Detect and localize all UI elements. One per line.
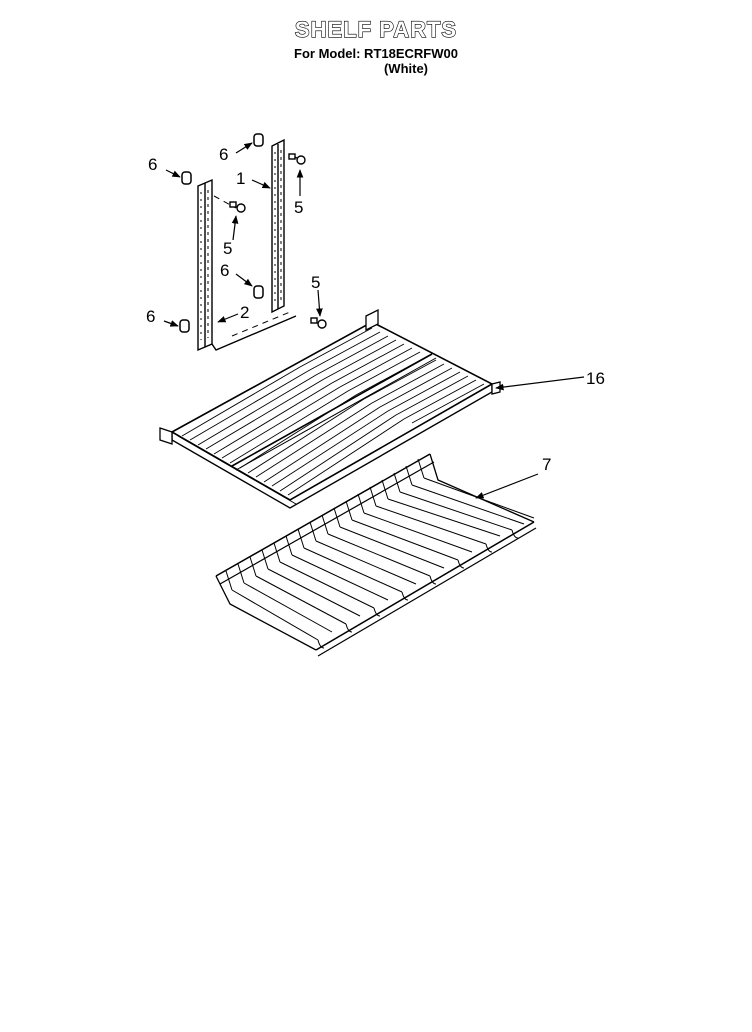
model-color: (White) — [383, 61, 429, 76]
model-info: For Model: RT18ECRFW00 (White) — [0, 46, 752, 76]
callout-labels: 6 6 1 5 5 6 5 2 6 16 7 — [146, 145, 605, 474]
callout-6-middle: 6 — [220, 261, 229, 280]
callout-5-bottom: 5 — [311, 273, 320, 292]
wire-shelf — [159, 308, 501, 509]
shelf-rail-right — [271, 138, 285, 314]
screw-bottom — [310, 317, 327, 329]
shelf-rail-left — [197, 178, 297, 352]
callout-5-top: 5 — [294, 198, 303, 217]
page-header: SHELF PARTS For Model: RT18ECRFW00 (Whit… — [0, 17, 752, 76]
page-title: SHELF PARTS — [294, 17, 458, 42]
callout-6-top-left: 6 — [148, 155, 157, 174]
callout-2: 2 — [240, 303, 249, 322]
model-number: For Model: RT18ECRFW00 — [294, 46, 458, 61]
end-cap-top-right — [253, 133, 264, 147]
screw-top-right — [288, 153, 306, 165]
end-cap-top-left — [181, 171, 192, 185]
callout-7: 7 — [542, 455, 551, 474]
end-cap-bottom-right — [253, 285, 264, 299]
end-cap-parts — [179, 133, 264, 333]
callout-5-middle: 5 — [223, 239, 232, 258]
callout-16: 16 — [586, 369, 605, 388]
alignment-lines — [213, 195, 291, 337]
end-cap-bottom-left — [179, 319, 190, 333]
leader-lines — [163, 142, 585, 499]
callout-1: 1 — [236, 169, 245, 188]
callout-6-top-right: 6 — [219, 145, 228, 164]
callout-6-bottom-left: 6 — [146, 307, 155, 326]
screw-parts — [229, 153, 327, 329]
wire-basket — [215, 453, 537, 657]
screw-middle-left — [229, 201, 246, 213]
